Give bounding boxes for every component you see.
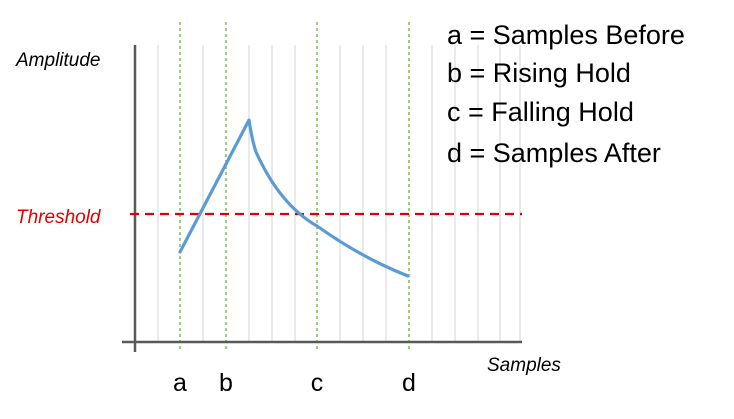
- marker-label-a: a: [173, 369, 187, 397]
- marker-label-c: c: [311, 369, 324, 397]
- legend-item-d: d = Samples After: [447, 138, 661, 168]
- marker-label-b: b: [219, 369, 233, 397]
- grid-lines: [157, 45, 521, 342]
- legend: a = Samples Before b = Rising Hold c = F…: [447, 20, 685, 168]
- signal-curve: [178, 118, 410, 278]
- marker-label-d: d: [402, 369, 416, 397]
- axes: [122, 45, 522, 352]
- y-axis-title: Amplitude: [15, 50, 101, 71]
- threshold-label: Threshold: [16, 207, 102, 228]
- legend-item-a: a = Samples Before: [447, 20, 685, 50]
- legend-item-c: c = Falling Hold: [447, 97, 634, 127]
- marker-lines: [179, 22, 410, 350]
- x-axis-title: Samples: [487, 355, 561, 376]
- legend-item-b: b = Rising Hold: [447, 58, 631, 88]
